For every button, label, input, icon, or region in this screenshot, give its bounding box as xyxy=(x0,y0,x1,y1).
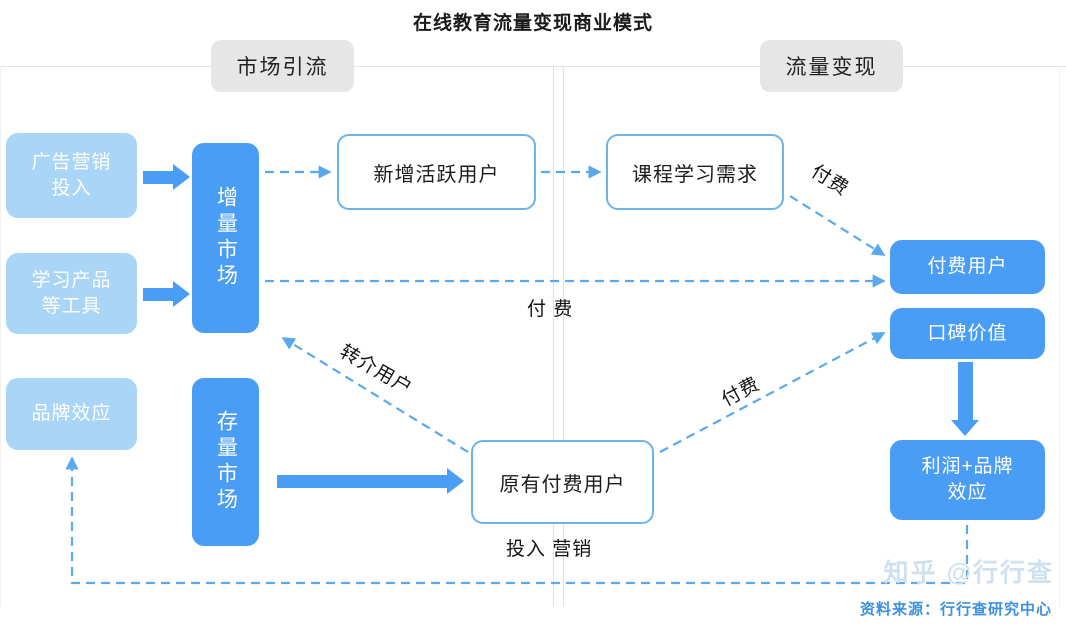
node-stock-market-label: 存量市场 xyxy=(214,410,238,514)
edge-label-pay-top-right-text: 付费 xyxy=(807,161,853,201)
node-profit-brand-effect-line1: 利润+品牌 xyxy=(921,456,1014,478)
node-word-of-mouth-value[interactable]: 口碑价值 xyxy=(890,308,1045,359)
node-new-active-users-label: 新增活跃用户 xyxy=(373,163,500,186)
edge-label-pay-lower-right-text: 付费 xyxy=(718,373,764,411)
node-paid-users-label: 付费用户 xyxy=(927,256,1008,278)
node-course-learning-demand[interactable]: 课程学习需求 xyxy=(606,134,784,210)
node-ad-marketing-investment-line1: 广告营销 xyxy=(31,151,112,173)
edge-label-referral-users-text: 转介用户 xyxy=(336,341,416,400)
node-brand-effect-label: 品牌效应 xyxy=(31,403,112,425)
frame-left-edge xyxy=(0,66,1,606)
edge-label-pay-lower-right: 付费 xyxy=(716,369,764,412)
watermark: 知乎 @行行查 xyxy=(883,559,1054,587)
node-word-of-mouth-value-label: 口碑价值 xyxy=(927,322,1008,344)
arrow-ad-marketing-to-incremental-market xyxy=(143,163,191,191)
top-divider-line xyxy=(0,66,1066,67)
section-header-traffic-monetization-label: 流量变现 xyxy=(785,56,878,79)
node-brand-effect[interactable]: 品牌效应 xyxy=(6,378,137,450)
edge-label-referral-users: 转介用户 xyxy=(336,337,419,400)
node-incremental-market[interactable]: 增量市场 xyxy=(192,143,259,333)
node-stock-market[interactable]: 存量市场 xyxy=(192,378,259,546)
arrow-word-of-mouth-to-profit-brand xyxy=(950,362,986,438)
node-profit-brand-effect[interactable]: 利润+品牌 效应 xyxy=(890,440,1045,520)
node-learning-products-tools[interactable]: 学习产品 等工具 xyxy=(6,253,137,334)
source-attribution: 资料来源：行行查研究中心 xyxy=(859,601,1052,618)
node-new-active-users[interactable]: 新增活跃用户 xyxy=(337,134,536,210)
edge-label-pay-top-right: 付费 xyxy=(807,157,855,201)
edge-label-pay-middle: 付 费 xyxy=(527,294,573,321)
edge-label-invest-marketing-text: 投入 营销 xyxy=(506,539,593,560)
page-title: 在线教育流量变现商业模式 xyxy=(412,13,653,34)
arrow-learning-tools-to-incremental-market xyxy=(143,280,191,308)
panel-divider-right xyxy=(563,66,564,606)
frame-right-edge xyxy=(1059,66,1060,606)
node-existing-paid-users-label: 原有付费用户 xyxy=(499,473,626,496)
section-header-traffic-monetization: 流量变现 xyxy=(760,40,903,92)
edge-label-invest-marketing: 投入 营销 xyxy=(506,534,592,561)
node-course-learning-demand-label: 课程学习需求 xyxy=(632,163,758,186)
edge-label-pay-middle-text: 付 费 xyxy=(527,299,574,320)
node-learning-products-tools-line2: 等工具 xyxy=(41,295,102,317)
node-paid-users[interactable]: 付费用户 xyxy=(890,240,1045,294)
node-profit-brand-effect-line2: 效应 xyxy=(947,482,988,503)
node-ad-marketing-investment-line2: 投入 xyxy=(51,177,92,199)
section-header-market-acquisition: 市场引流 xyxy=(211,40,354,92)
section-header-market-acquisition-label: 市场引流 xyxy=(236,56,329,79)
arrow-stock-market-to-existing-paid-users xyxy=(277,467,473,495)
node-existing-paid-users[interactable]: 原有付费用户 xyxy=(471,440,654,524)
node-learning-products-tools-line1: 学习产品 xyxy=(31,269,112,291)
node-incremental-market-label: 增量市场 xyxy=(214,186,238,290)
panel-divider-left xyxy=(553,66,554,606)
node-ad-marketing-investment[interactable]: 广告营销 投入 xyxy=(6,133,137,218)
